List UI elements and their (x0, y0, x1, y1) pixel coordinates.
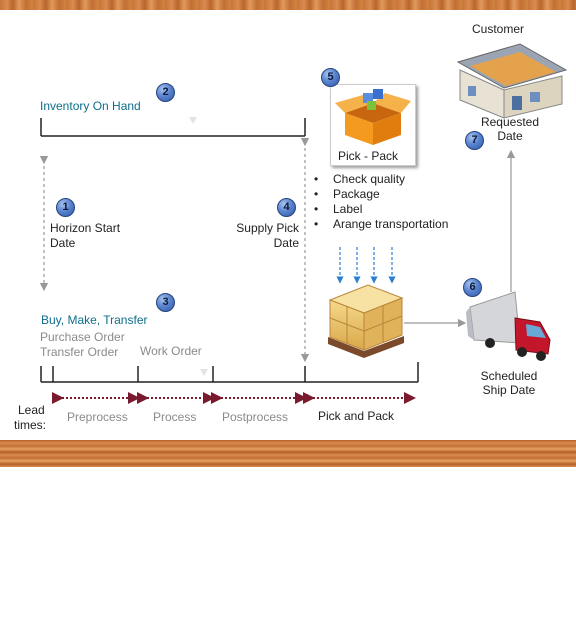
task-item: Package (314, 187, 448, 202)
task-item: Check quality (314, 172, 448, 187)
customer-label: Customer (472, 22, 525, 36)
lead-times-line2: times: (14, 418, 47, 432)
horizon-start-line2: Date (50, 236, 76, 250)
scheduled-ship-line2: Ship Date (482, 383, 536, 397)
work-order-label: Work Order (140, 344, 202, 358)
task-item: Arange transportation (314, 217, 448, 232)
wood-border-bottom (0, 440, 576, 467)
purchase-order-line1: Purchase Order (40, 330, 125, 344)
requested-date-line2: Date (497, 129, 523, 143)
badge-inventory: 2 (156, 83, 175, 102)
lead-pick-and-pack: Pick and Pack (318, 409, 395, 423)
badge-buy-make: 3 (156, 293, 175, 312)
pick-pack-task-list: Check quality Package Label Arange trans… (314, 172, 448, 232)
badge-pick-pack: 5 (321, 68, 340, 87)
badge-scheduled-ship: 6 (463, 278, 482, 297)
supply-pick-line1: Supply Pick (236, 221, 299, 235)
badge-supply-pick: 4 (277, 198, 296, 217)
inventory-bracket (40, 117, 306, 137)
lead-process: Process (153, 410, 197, 424)
timeline (40, 362, 419, 383)
pallet-inbound-arrows (336, 247, 396, 284)
purchase-order-line2: Transfer Order (40, 345, 119, 359)
customer-building-icon (456, 43, 568, 119)
supply-pick-line2: Date (273, 236, 299, 250)
lead-preprocess: Preprocess (67, 410, 128, 424)
truck-icon (466, 291, 551, 361)
buy-make-transfer-label: Buy, Make, Transfer (41, 313, 148, 327)
lead-times-line1: Lead (18, 403, 45, 417)
lead-postprocess: Postprocess (222, 410, 289, 424)
horizon-start-line1: Horizon Start (50, 221, 121, 235)
inventory-on-hand-label: Inventory On Hand (40, 99, 141, 113)
pick-pack-panel: Pick - Pack (330, 84, 416, 166)
wood-border-top (0, 0, 576, 10)
requested-date-line1: Requested (480, 115, 540, 129)
badge-horizon: 1 (56, 198, 75, 217)
badge-requested-date: 7 (465, 131, 484, 150)
open-box-icon (335, 89, 411, 145)
task-item: Label (314, 202, 448, 217)
pallet-boxes-icon (328, 284, 404, 358)
pick-pack-label: Pick - Pack (338, 149, 399, 163)
scheduled-ship-line1: Scheduled (480, 369, 538, 383)
